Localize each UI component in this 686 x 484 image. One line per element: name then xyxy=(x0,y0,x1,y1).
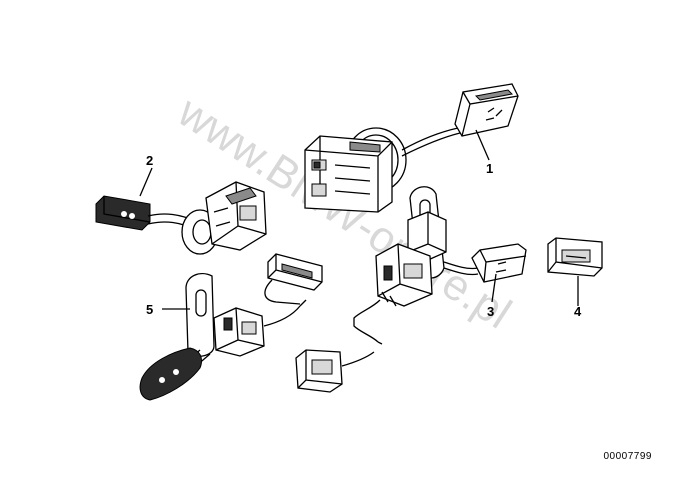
part-3-switch-assembly xyxy=(375,186,527,307)
callout-5: 5 xyxy=(146,302,153,317)
part-2-stalk-switch xyxy=(95,181,267,255)
part-4-push-button xyxy=(547,237,603,277)
wire-harness-bottom xyxy=(295,299,383,393)
callout-1: 1 xyxy=(486,161,493,176)
callout-4: 4 xyxy=(574,304,582,319)
callout-leaders xyxy=(139,129,579,310)
diagram-number: 00007799 xyxy=(603,451,652,462)
callout-3: 3 xyxy=(487,304,494,319)
connector-plug-middle xyxy=(264,253,323,305)
part-1-column-switch xyxy=(304,83,519,213)
callout-2: 2 xyxy=(146,153,153,168)
part-5-wiper-stalk xyxy=(139,273,307,401)
